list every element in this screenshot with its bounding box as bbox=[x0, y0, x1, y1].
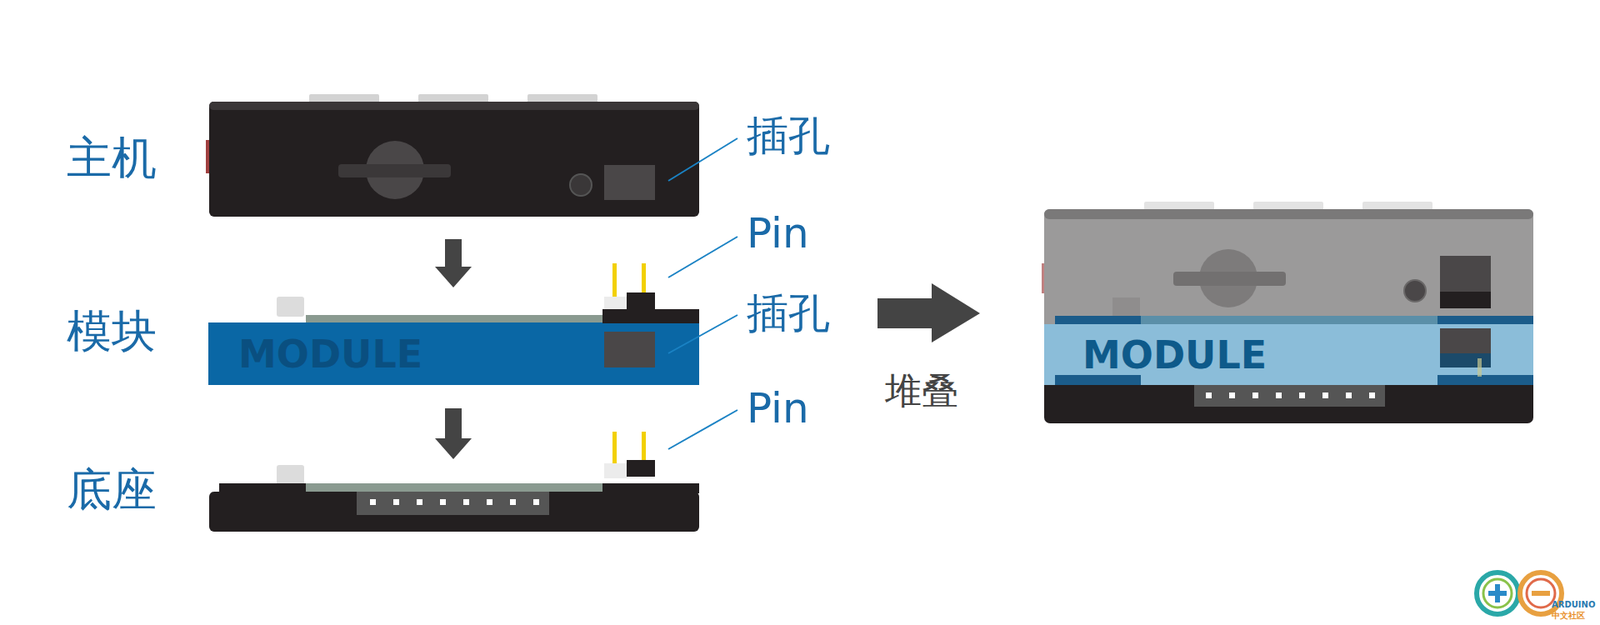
module-label: MODULE bbox=[238, 335, 423, 374]
stacked-unit bbox=[1041, 201, 1534, 424]
part-name: 底座 bbox=[66, 467, 157, 513]
part-name: 主机 bbox=[66, 135, 157, 181]
callout-label: 插孔 bbox=[746, 292, 830, 335]
base-part bbox=[209, 431, 700, 532]
module-band: MODULE bbox=[208, 322, 700, 385]
logo bbox=[1476, 572, 1562, 615]
module-part bbox=[208, 263, 700, 385]
watermark: ARDUINO bbox=[1551, 600, 1595, 610]
stack-arrow bbox=[877, 283, 980, 343]
part-name: 模块 bbox=[66, 309, 157, 355]
pin-label: Pin bbox=[746, 387, 810, 430]
callout-label: 插孔 bbox=[746, 115, 830, 157]
watermark: 中文社区 bbox=[1551, 611, 1585, 620]
module-label: MODULE bbox=[1082, 335, 1267, 375]
action-label: 堆叠 bbox=[885, 372, 959, 410]
module-band: MODULE bbox=[1044, 324, 1534, 385]
host-unit bbox=[205, 94, 700, 217]
pin-label: Pin bbox=[746, 212, 810, 255]
leader-line bbox=[668, 138, 738, 450]
